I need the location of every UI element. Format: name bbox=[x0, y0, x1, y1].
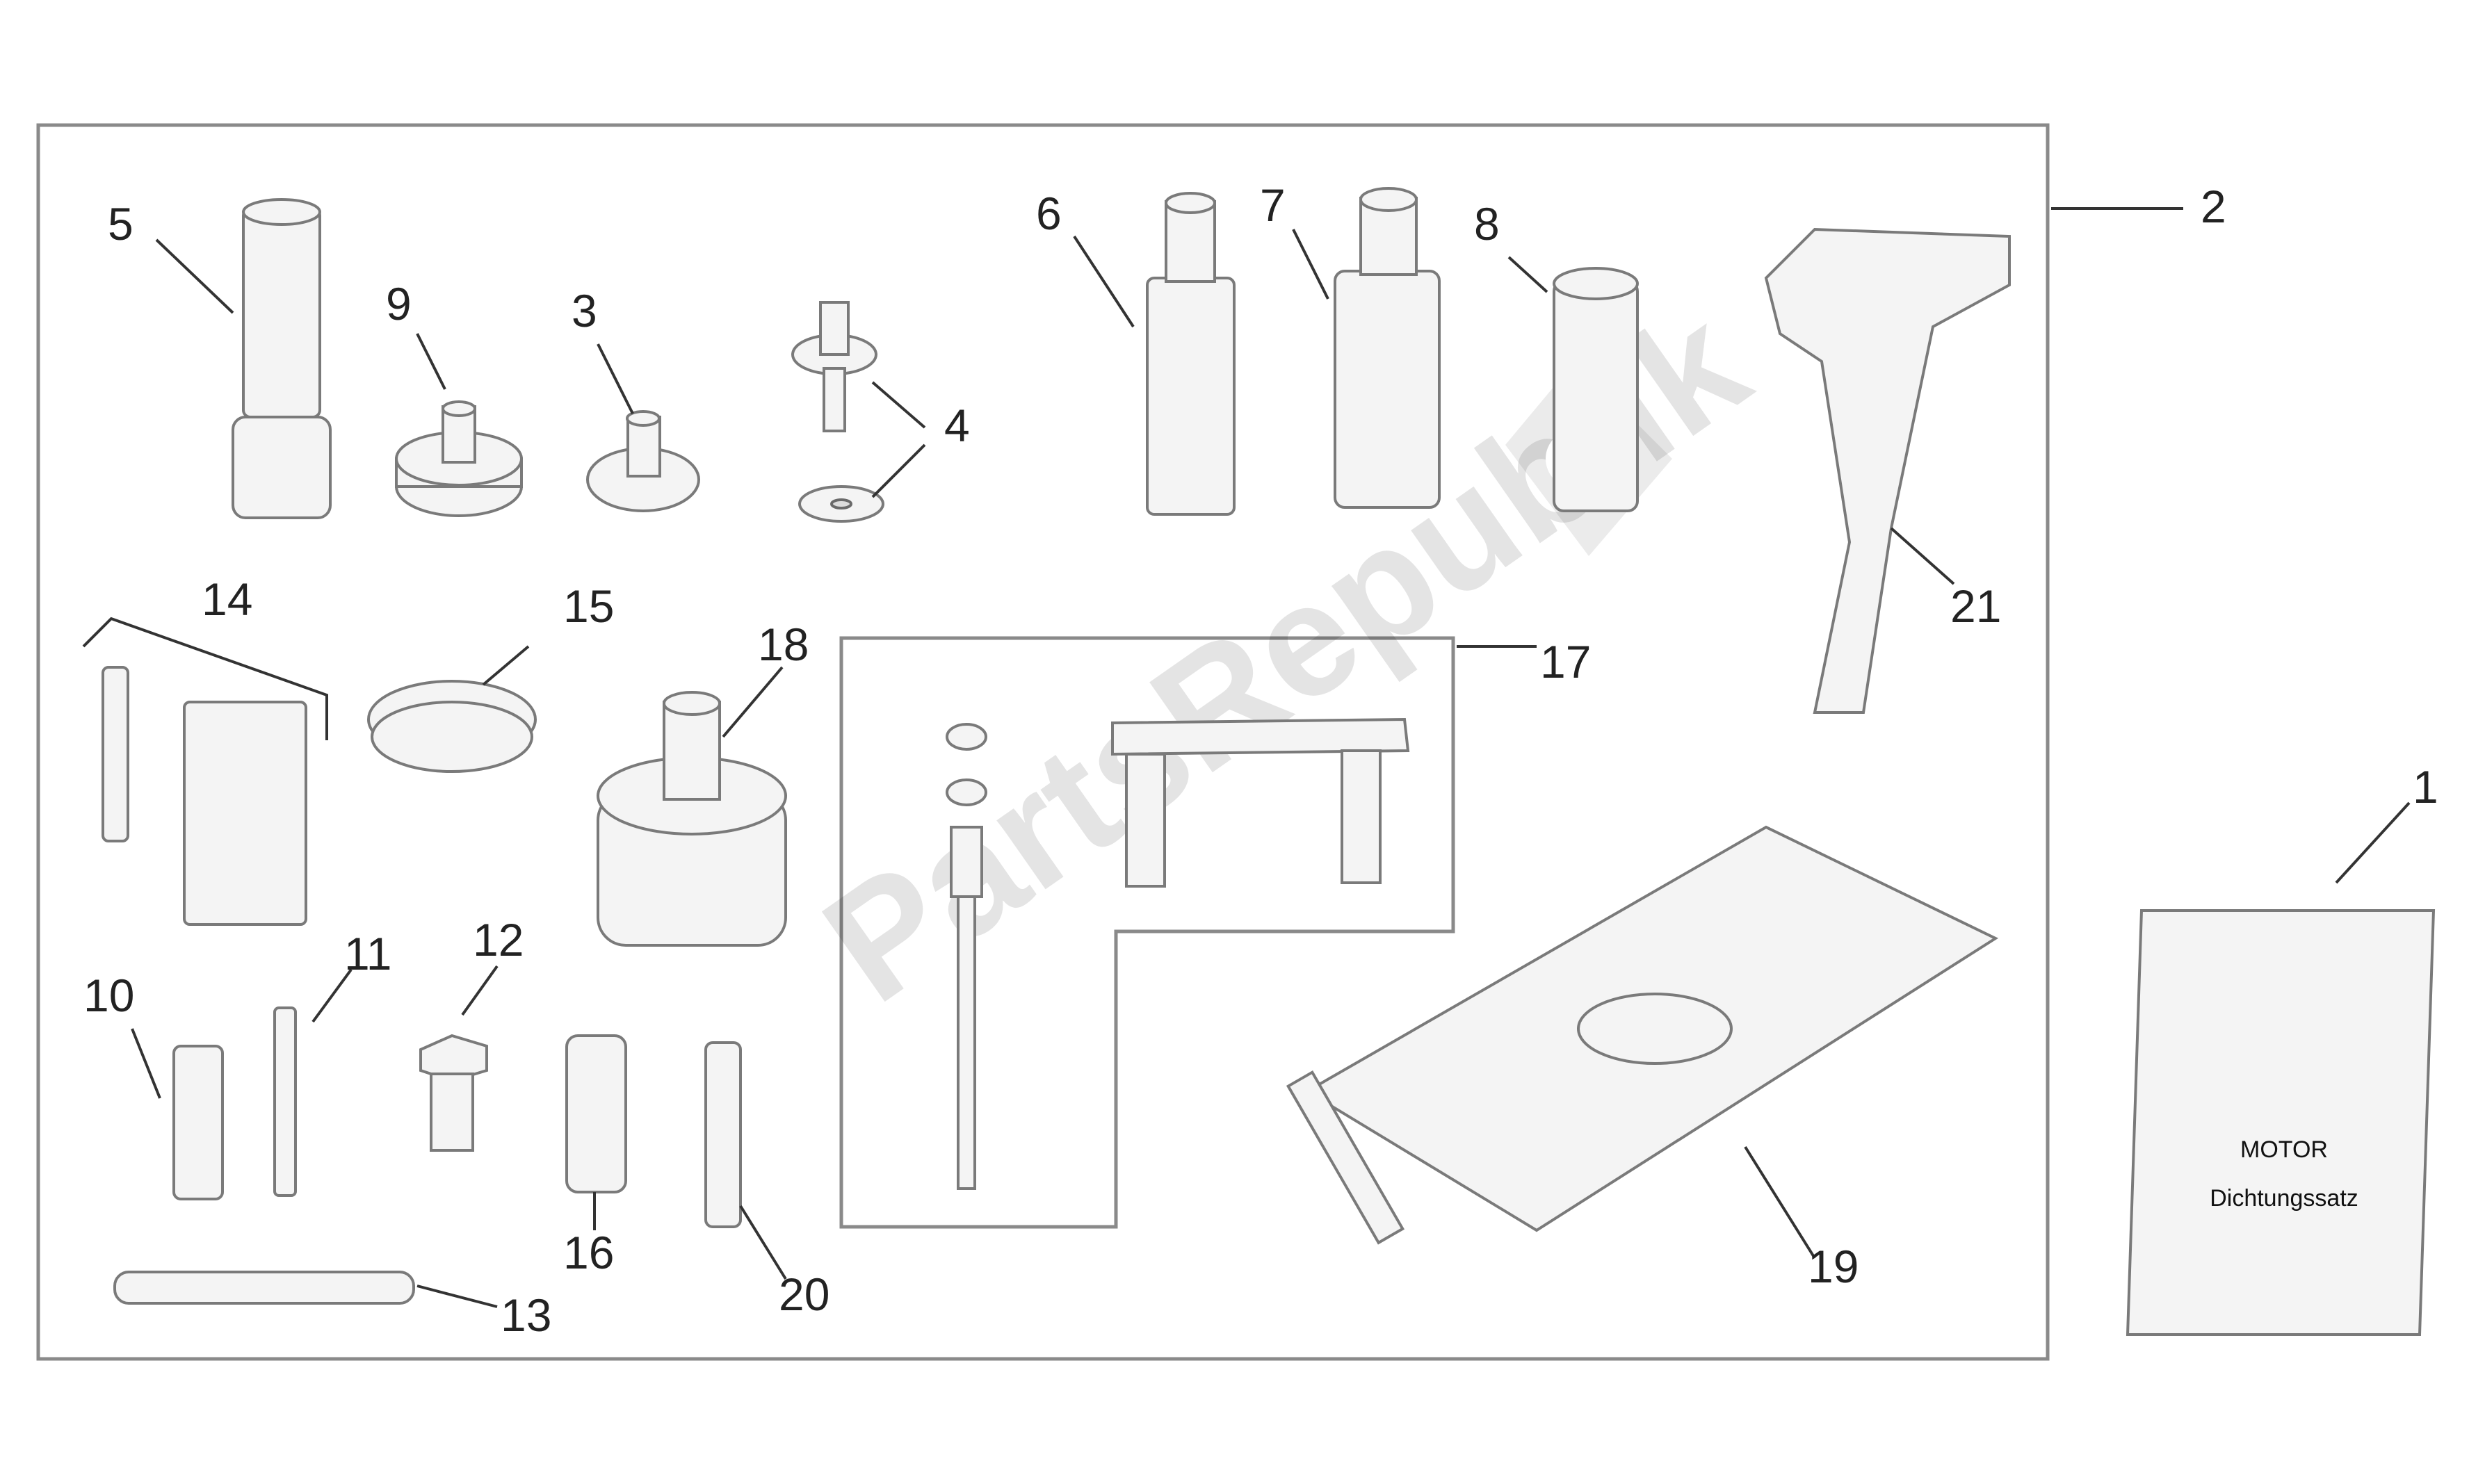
part-14-pin-and-plate bbox=[82, 617, 328, 926]
part-15-ring bbox=[367, 680, 537, 773]
part-11-pin bbox=[273, 1006, 297, 1197]
callout-20: 20 bbox=[779, 1269, 829, 1320]
part-12-bolt bbox=[419, 1034, 488, 1152]
callout-2: 2 bbox=[2201, 181, 2226, 232]
part-18-holder bbox=[597, 691, 787, 947]
part-5-drift bbox=[232, 198, 332, 519]
callout-5: 5 bbox=[108, 198, 133, 250]
callout-6: 6 bbox=[1036, 188, 1062, 239]
callout-16: 16 bbox=[563, 1227, 614, 1278]
part-21-wrench bbox=[1764, 227, 2011, 714]
callout-8: 8 bbox=[1474, 198, 1500, 250]
part-7-drift bbox=[1334, 187, 1441, 509]
booklet-line-1: MOTOR bbox=[2240, 1136, 2328, 1163]
callout-18: 18 bbox=[758, 619, 809, 670]
part-17-puller bbox=[946, 717, 1410, 1190]
callout-19: 19 bbox=[1808, 1241, 1859, 1292]
leader-lines bbox=[131, 207, 2411, 1308]
part-1-gasket-booklet: MOTOR Dichtungssatz bbox=[2126, 909, 2436, 1336]
part-16-sleeve bbox=[565, 1034, 627, 1193]
part-10-pin bbox=[172, 1045, 224, 1200]
part-13-shaft bbox=[113, 1271, 415, 1305]
callout-1: 1 bbox=[2413, 761, 2438, 813]
callout-labels: 5 2 9 3 4 6 7 8 21 14 15 18 17 11 12 10 … bbox=[83, 179, 2438, 1341]
part-4-pin-and-washer bbox=[791, 301, 884, 523]
callout-4: 4 bbox=[944, 400, 970, 451]
part-6-drift bbox=[1146, 192, 1236, 516]
part-9-adapter bbox=[395, 400, 523, 517]
booklet-line-2: Dichtungssatz bbox=[2210, 1185, 2358, 1212]
callout-3: 3 bbox=[572, 285, 597, 336]
part-3-adapter bbox=[586, 410, 700, 512]
callout-21: 21 bbox=[1950, 580, 2001, 632]
callout-14: 14 bbox=[202, 573, 252, 625]
part-8-sleeve bbox=[1553, 267, 1639, 512]
item-17-frame bbox=[839, 636, 1455, 1229]
callout-11: 11 bbox=[344, 928, 392, 979]
part-20-pin bbox=[704, 1041, 742, 1228]
part-19-stand bbox=[1286, 825, 1999, 1245]
callout-12: 12 bbox=[473, 914, 524, 965]
callout-17: 17 bbox=[1540, 636, 1591, 687]
callout-15: 15 bbox=[563, 580, 614, 632]
callout-9: 9 bbox=[386, 278, 412, 329]
callout-10: 10 bbox=[83, 970, 134, 1021]
callout-13: 13 bbox=[501, 1289, 551, 1341]
callout-7: 7 bbox=[1260, 179, 1286, 231]
tool-kit-frame bbox=[36, 123, 2050, 1361]
